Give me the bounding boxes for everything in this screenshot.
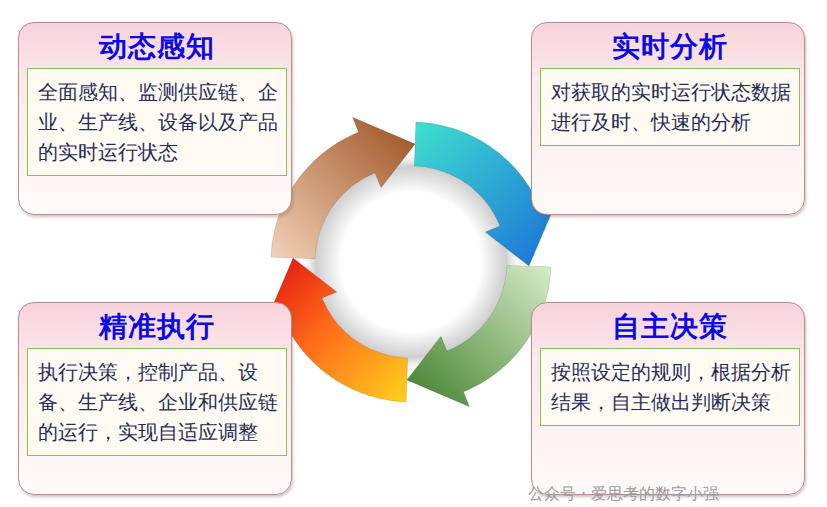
stage-box: 实时分析对获取的实时运行状态数据进行及时、快速的分析 bbox=[531, 22, 805, 215]
stage-description: 对获取的实时运行状态数据进行及时、快速的分析 bbox=[540, 68, 800, 146]
stage-box: 精准执行执行决策，控制产品、设备、生产线、企业和供应链的运行，实现自适应调整 bbox=[18, 302, 292, 495]
stage-box: 动态感知全面感知、监测供应链、企业、生产线、设备以及产品的实时运行状态 bbox=[18, 22, 292, 215]
stage-description: 按照设定的规则，根据分析结果，自主做出判断决策 bbox=[540, 348, 800, 426]
stage-description: 执行决策，控制产品、设备、生产线、企业和供应链的运行，实现自适应调整 bbox=[27, 348, 287, 456]
stage-box: 自主决策按照设定的规则，根据分析结果，自主做出判断决策 bbox=[531, 302, 805, 495]
stage-title: 精准执行 bbox=[27, 309, 287, 344]
stage-title: 动态感知 bbox=[27, 29, 287, 64]
stage-description: 全面感知、监测供应链、企业、生产线、设备以及产品的实时运行状态 bbox=[27, 68, 287, 176]
cycle-arrow bbox=[407, 265, 551, 406]
cycle-arrow bbox=[271, 117, 415, 258]
watermark: 公众号 · 爱思考的数字小强 bbox=[528, 484, 719, 505]
stage-title: 实时分析 bbox=[540, 29, 800, 64]
stage-title: 自主决策 bbox=[540, 309, 800, 344]
